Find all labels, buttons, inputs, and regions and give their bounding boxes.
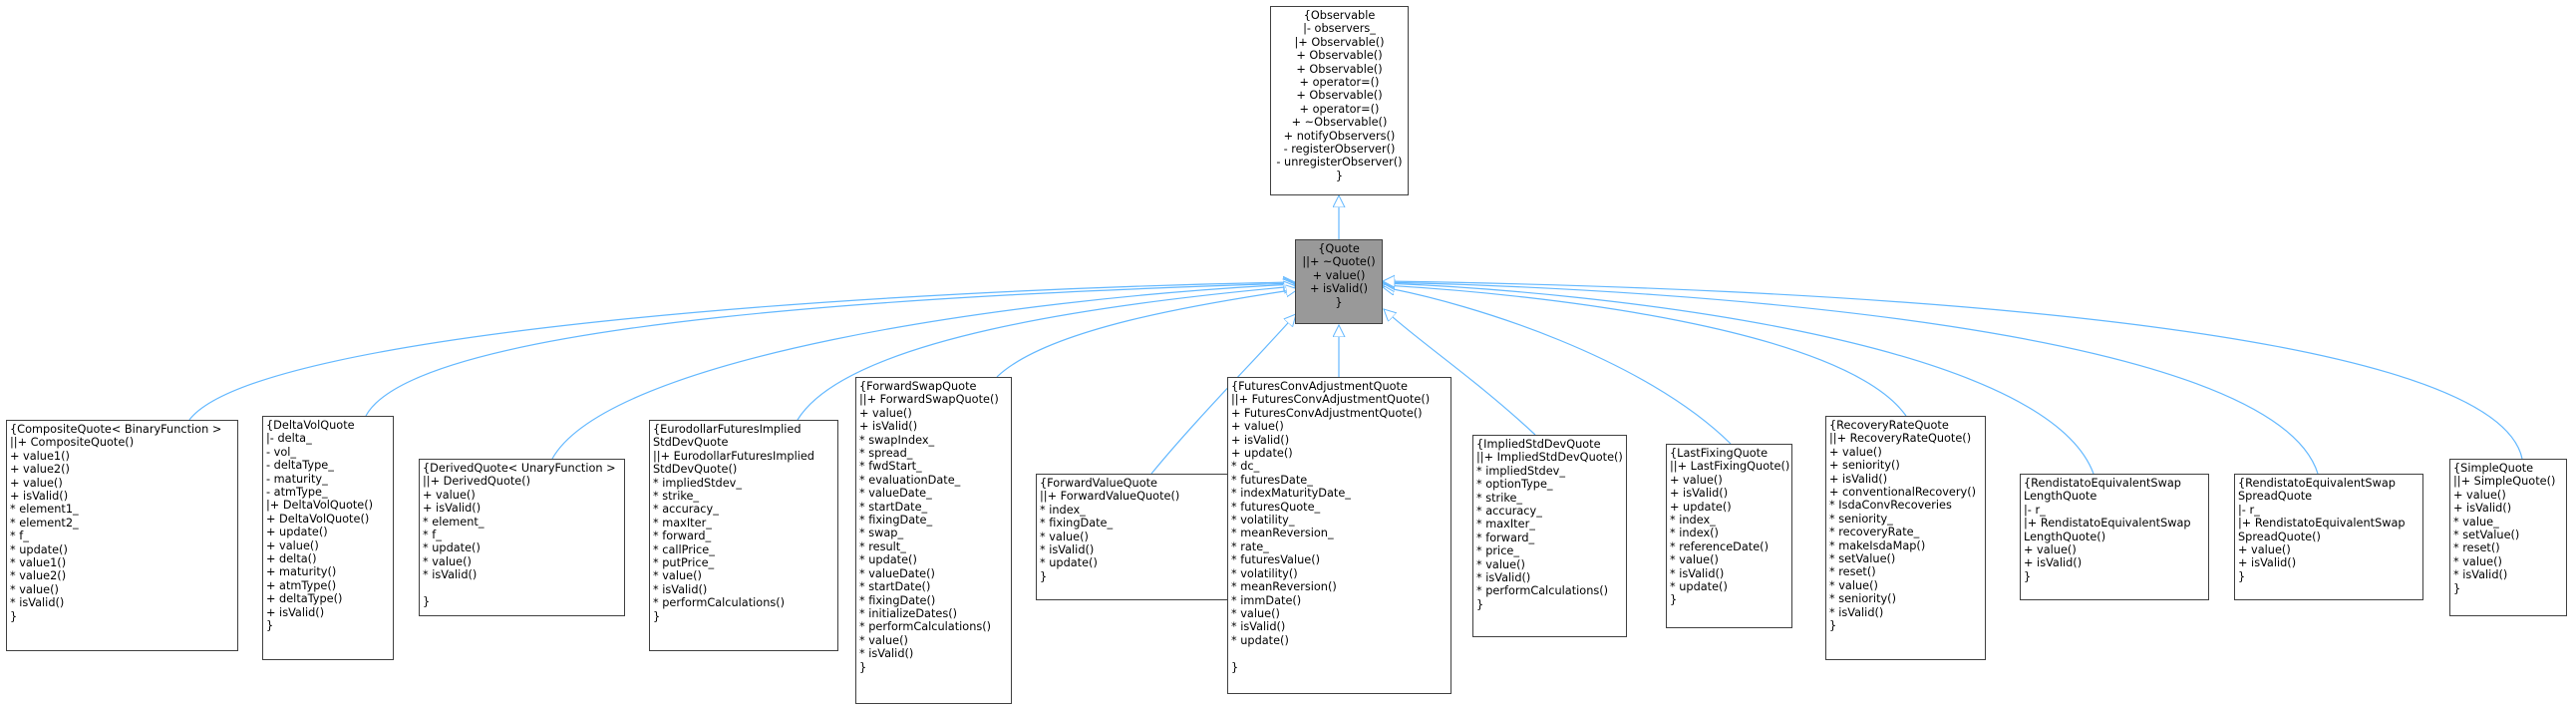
edge-composite-quote xyxy=(188,282,1295,421)
edge-derived-quote xyxy=(551,284,1295,460)
futures-conv-adjustment-quote-class-text: {FuturesConvAdjustmentQuote ||+ FuturesC… xyxy=(1231,380,1431,674)
edge-lastfixing-quote xyxy=(1383,287,1732,445)
edge-deltavol-quote xyxy=(365,283,1295,417)
edge-recoveryrate-quote xyxy=(1383,285,1907,417)
edge-rendistatolength-quote xyxy=(1383,283,2094,475)
edge-forwardswap-quote xyxy=(996,289,1298,378)
last-fixing-quote-class-text: {LastFixingQuote ||+ LastFixingQuote() +… xyxy=(1670,447,1790,607)
delta-vol-quote-class[interactable]: {DeltaVolQuote |- delta_ - vol_ - deltaT… xyxy=(262,416,394,660)
simple-quote-class-text: {SimpleQuote ||+ SimpleQuote() + value()… xyxy=(2453,462,2556,595)
implied-stddev-quote-class-text: {ImpliedStdDevQuote ||+ ImpliedStdDevQuo… xyxy=(1476,438,1623,611)
edge-rendistatospread-quote xyxy=(1383,282,2319,475)
composite-quote-class[interactable]: {CompositeQuote< BinaryFunction > ||+ Co… xyxy=(6,420,238,651)
forward-value-quote-class-text: {ForwardValueQuote ||+ ForwardValueQuote… xyxy=(1040,477,1180,583)
quote-class-text: {Quote ||+ ~Quote() + value() + isValid(… xyxy=(1302,242,1376,309)
edge-impliedstddev-quote xyxy=(1384,309,1536,436)
implied-stddev-quote-class[interactable]: {ImpliedStdDevQuote ||+ ImpliedStdDevQuo… xyxy=(1472,435,1627,637)
forward-value-quote-class[interactable]: {ForwardValueQuote ||+ ForwardValueQuote… xyxy=(1036,474,1231,600)
simple-quote-class[interactable]: {SimpleQuote ||+ SimpleQuote() + value()… xyxy=(2449,459,2567,616)
composite-quote-class-text: {CompositeQuote< BinaryFunction > ||+ Co… xyxy=(10,423,222,623)
edge-forwardvalue-quote xyxy=(1150,314,1296,475)
edge-eurodollar-quote xyxy=(797,286,1296,421)
quote-class[interactable]: {Quote ||+ ~Quote() + value() + isValid(… xyxy=(1295,239,1383,324)
rendistato-equivalent-swap-length-quote-class-text: {RendistatoEquivalentSwap LengthQuote |-… xyxy=(2024,477,2191,583)
delta-vol-quote-class-text: {DeltaVolQuote |- delta_ - vol_ - deltaT… xyxy=(266,419,374,633)
derived-quote-class[interactable]: {DerivedQuote< UnaryFunction > ||+ Deriv… xyxy=(419,459,625,616)
rendistato-equivalent-swap-spread-quote-class[interactable]: {RendistatoEquivalentSwap SpreadQuote |-… xyxy=(2234,474,2423,600)
edge-simple-quote xyxy=(1383,281,2523,460)
derived-quote-class-text: {DerivedQuote< UnaryFunction > ||+ Deriv… xyxy=(423,462,616,609)
rendistato-equivalent-swap-length-quote-class[interactable]: {RendistatoEquivalentSwap LengthQuote |-… xyxy=(2020,474,2209,600)
rendistato-equivalent-swap-spread-quote-class-text: {RendistatoEquivalentSwap SpreadQuote |-… xyxy=(2238,477,2406,583)
recovery-rate-quote-class-text: {RecoveryRateQuote ||+ RecoveryRateQuote… xyxy=(1829,419,1977,633)
eurodollar-futures-implied-stddev-quote-class-text: {EurodollarFuturesImplied StdDevQuote ||… xyxy=(653,423,814,623)
eurodollar-futures-implied-stddev-quote-class[interactable]: {EurodollarFuturesImplied StdDevQuote ||… xyxy=(649,420,838,651)
forward-swap-quote-class-text: {ForwardSwapQuote ||+ ForwardSwapQuote()… xyxy=(859,380,999,674)
observable-class[interactable]: {Observable |- observers_ |+ Observable(… xyxy=(1270,6,1409,195)
recovery-rate-quote-class[interactable]: {RecoveryRateQuote ||+ RecoveryRateQuote… xyxy=(1825,416,1986,660)
observable-class-text: {Observable |- observers_ |+ Observable(… xyxy=(1276,9,1403,182)
futures-conv-adjustment-quote-class[interactable]: {FuturesConvAdjustmentQuote ||+ FuturesC… xyxy=(1227,377,1451,694)
last-fixing-quote-class[interactable]: {LastFixingQuote ||+ LastFixingQuote() +… xyxy=(1666,444,1792,628)
forward-swap-quote-class[interactable]: {ForwardSwapQuote ||+ ForwardSwapQuote()… xyxy=(855,377,1012,704)
